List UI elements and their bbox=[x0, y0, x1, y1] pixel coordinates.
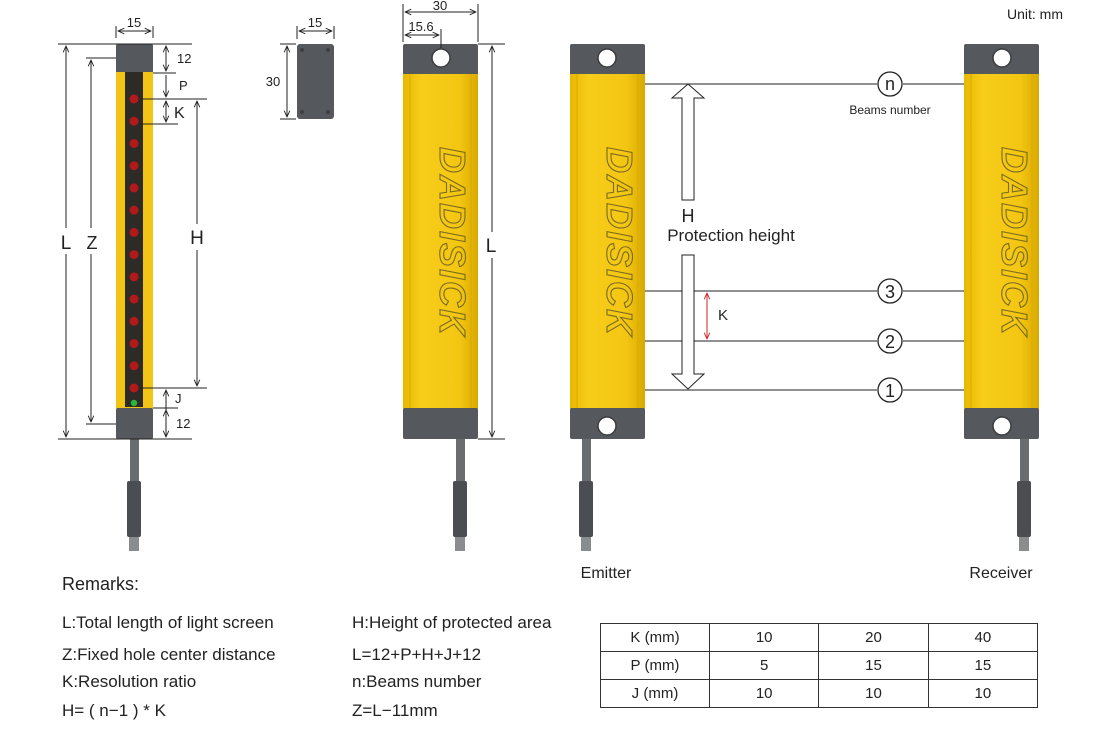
led bbox=[129, 183, 139, 193]
table-cell: 40 bbox=[927, 623, 1039, 652]
remark-right-3: n:Beams number bbox=[352, 672, 482, 691]
front-housing bbox=[403, 74, 478, 409]
k-label: K bbox=[174, 105, 185, 122]
unit-label: Unit: mm bbox=[1007, 6, 1063, 22]
side-view: 15 L Z H 12 P K J bbox=[58, 15, 207, 551]
z-label: Z bbox=[87, 233, 98, 253]
led bbox=[129, 138, 139, 148]
led bbox=[129, 205, 139, 215]
spec-table: K (mm) 10 20 40 P (mm) 5 15 15 J (mm) 10… bbox=[600, 623, 1039, 708]
table-cell: K (mm) bbox=[600, 623, 710, 652]
emitter-label: Emitter bbox=[581, 565, 632, 582]
led bbox=[129, 272, 139, 282]
table-cell: 15 bbox=[818, 651, 929, 680]
table-cell: 10 bbox=[927, 679, 1039, 708]
protection-h-label: H bbox=[682, 206, 695, 226]
beam-lines: n Beams number 3 2 1 bbox=[645, 71, 964, 403]
table-cell: P (mm) bbox=[600, 651, 710, 680]
led bbox=[129, 339, 139, 349]
bottom-cap bbox=[116, 408, 153, 439]
top-view-width-label: 15 bbox=[308, 15, 322, 30]
beam-1-label: 1 bbox=[885, 381, 895, 401]
remark-left-1: L:Total length of light screen bbox=[62, 613, 274, 632]
led bbox=[129, 227, 139, 237]
top-view-height-label: 30 bbox=[266, 74, 280, 89]
top-gap-label: 12 bbox=[177, 51, 191, 66]
table-cell: 10 bbox=[818, 679, 929, 708]
remark-right-2: L=12+P+H+J+12 bbox=[352, 645, 482, 664]
led bbox=[129, 116, 139, 126]
led bbox=[129, 316, 139, 326]
top-cap bbox=[116, 44, 153, 73]
table-cell: 10 bbox=[708, 679, 820, 708]
remark-right-1: H:Height of protected area bbox=[352, 613, 552, 632]
front-width-label: 30 bbox=[433, 0, 447, 13]
connector-tip bbox=[129, 537, 139, 551]
beams-number-label: Beams number bbox=[849, 103, 930, 117]
p-label: P bbox=[179, 78, 188, 93]
led bbox=[129, 94, 139, 104]
top-view: 15 30 bbox=[262, 15, 335, 120]
receiver: DADISICK bbox=[964, 44, 1039, 551]
led bbox=[129, 383, 139, 393]
table-cell: 10 bbox=[708, 623, 820, 652]
front-l-label: L bbox=[486, 236, 497, 257]
status-led bbox=[130, 399, 138, 407]
front-view: DADISICK 30 15.6 L bbox=[402, 0, 505, 551]
table-row: P (mm) 5 15 15 bbox=[600, 651, 1039, 680]
table-cell: 15 bbox=[927, 651, 1039, 680]
connector bbox=[127, 481, 141, 537]
remark-left-3: K:Resolution ratio bbox=[62, 672, 197, 691]
brand-logo-receiver: DADISICK bbox=[994, 147, 1035, 338]
table-row: K (mm) 10 20 40 bbox=[600, 623, 1039, 652]
front-bottom-cap bbox=[403, 408, 478, 439]
width-dimension-label: 15 bbox=[127, 15, 141, 30]
led bbox=[129, 294, 139, 304]
table-cell: 20 bbox=[818, 623, 929, 652]
hole-offset-label: 15.6 bbox=[408, 19, 433, 34]
remark-left-2: Z:Fixed hole center distance bbox=[62, 645, 276, 664]
led bbox=[129, 161, 139, 171]
brand-logo-emitter: DADISICK bbox=[599, 147, 640, 338]
remark-left-4: H= ( n−1 ) * K bbox=[62, 701, 166, 720]
j-label: J bbox=[175, 391, 182, 406]
table-cell: J (mm) bbox=[600, 679, 710, 708]
beam-3-label: 3 bbox=[885, 282, 895, 302]
beam-2-label: 2 bbox=[885, 332, 895, 352]
led bbox=[129, 250, 139, 260]
table-cell: 5 bbox=[708, 651, 820, 680]
remark-right-4: Z=L−11mm bbox=[352, 701, 438, 720]
beam-n-label: n bbox=[885, 74, 895, 94]
emitter: DADISICK bbox=[570, 44, 645, 551]
led bbox=[129, 361, 139, 371]
h-label: H bbox=[190, 228, 204, 249]
table-row: J (mm) 10 10 10 bbox=[600, 679, 1039, 708]
lens-window bbox=[125, 72, 143, 407]
beam-k-label: K bbox=[718, 307, 728, 324]
bottom-gap-label: 12 bbox=[176, 416, 190, 431]
protection-height-label: Protection height bbox=[667, 226, 795, 245]
protection-height-arrow: H Protection height K bbox=[667, 83, 795, 390]
led-column bbox=[129, 94, 139, 393]
remarks-title: Remarks: bbox=[62, 574, 140, 594]
mounting-hole bbox=[431, 48, 451, 68]
receiver-label: Receiver bbox=[969, 565, 1033, 582]
l-label: L bbox=[61, 233, 72, 254]
brand-logo-front: DADISICK bbox=[432, 147, 473, 338]
end-cap-top-view bbox=[297, 44, 334, 119]
cable bbox=[130, 439, 139, 481]
